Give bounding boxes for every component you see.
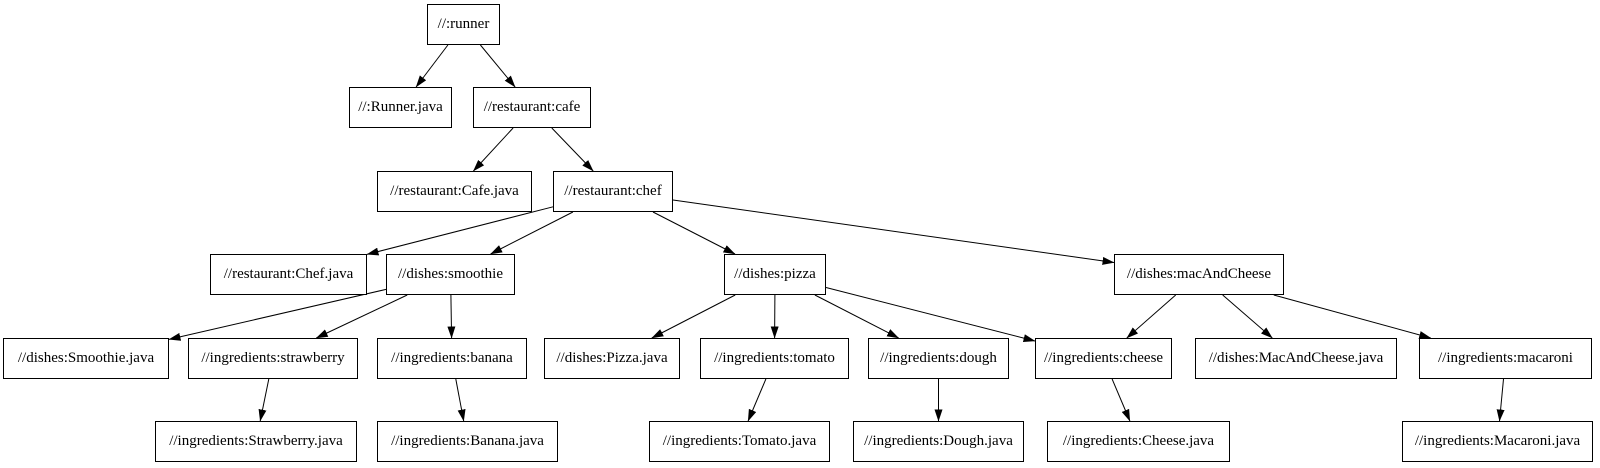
graph-edge-tomato-tomato_java (747, 378, 767, 422)
graph-node-chef: //restaurant:chef (553, 171, 673, 212)
graph-node-cheese: //ingredients:cheese (1035, 338, 1172, 379)
graph-edge-macandcheese-macaroni (1273, 294, 1432, 339)
graph-node-dough-java: //ingredients:Dough.java (853, 421, 1024, 462)
graph-edge-smoothie-banana (447, 294, 456, 339)
graph-edge-macandcheese-cheese (1126, 294, 1177, 339)
graph-node-cafe-java: //restaurant:Cafe.java (377, 171, 532, 212)
graph-node-strawberry-java: //ingredients:Strawberry.java (155, 421, 357, 462)
graph-node-macaroni-java: //ingredients:Macaroni.java (1402, 421, 1593, 462)
graph-node-tomato-java: //ingredients:Tomato.java (649, 421, 830, 462)
graph-edge-chef-smoothie (490, 211, 574, 255)
graph-node-banana-java: //ingredients:Banana.java (377, 421, 558, 462)
graph-edge-cafe-chef (551, 127, 594, 172)
graph-edge-runner-runner_java (415, 44, 449, 88)
graph-edge-banana-banana_java (455, 378, 466, 422)
graph-edge-macandcheese-macandcheese_java (1222, 294, 1273, 339)
graph-edge-pizza-cheese (825, 287, 1036, 343)
graph-edge-cafe-cafe_java (473, 127, 514, 172)
graph-node-macaroni: //ingredients:macaroni (1419, 338, 1592, 379)
graph-node-runner: //:runner (427, 4, 500, 45)
graph-edge-chef-pizza (652, 211, 736, 255)
graph-node-macandcheese: //dishes:macAndCheese (1114, 254, 1284, 295)
graph-node-strawberry: //ingredients:strawberry (188, 338, 358, 379)
graph-edge-chef-chef_java (366, 206, 554, 256)
graph-node-smoothie-java: //dishes:Smoothie.java (3, 338, 169, 379)
graph-node-macandcheese-java: //dishes:MacAndCheese.java (1195, 338, 1397, 379)
graph-edge-pizza-pizza_java (651, 294, 736, 339)
graph-node-runner-java: //:Runner.java (349, 87, 452, 128)
graph-node-tomato: //ingredients:tomato (700, 338, 849, 379)
graph-edge-strawberry-strawberry_java (258, 378, 270, 422)
graph-node-pizza: //dishes:pizza (724, 254, 826, 295)
graph-node-cheese-java: //ingredients:Cheese.java (1047, 421, 1230, 462)
graph-edge-smoothie-smoothie_java (168, 288, 387, 341)
graph-edge-cheese-cheese_java (1111, 378, 1131, 422)
graph-node-pizza-java: //dishes:Pizza.java (544, 338, 680, 379)
graph-node-cafe: //restaurant:cafe (473, 87, 591, 128)
graph-edge-pizza-dough (814, 294, 900, 339)
graph-node-dough: //ingredients:dough (868, 338, 1009, 379)
graph-node-chef-java: //restaurant:Chef.java (210, 254, 367, 295)
graph-node-smoothie: //dishes:smoothie (386, 254, 515, 295)
graph-edge-runner-cafe (480, 44, 516, 88)
graph-node-banana: //ingredients:banana (377, 338, 527, 379)
graph-edge-smoothie-strawberry (315, 294, 408, 339)
graph-edge-macaroni-macaroni_java (1496, 378, 1505, 422)
